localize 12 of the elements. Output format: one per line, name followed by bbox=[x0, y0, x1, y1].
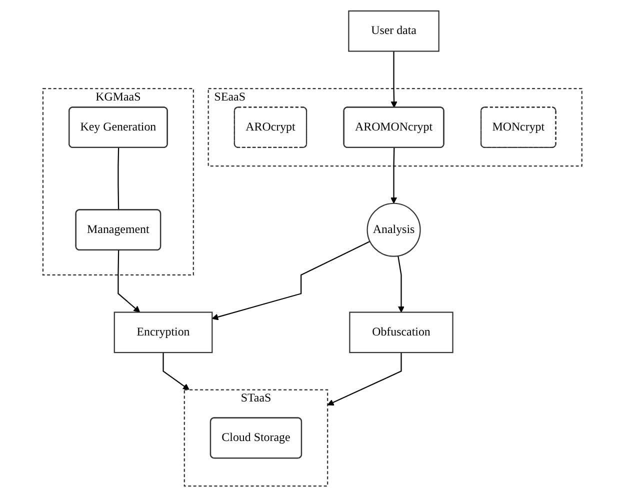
arrow bbox=[212, 240, 370, 320]
arrow bbox=[118, 250, 140, 313]
node-box: User data bbox=[348, 10, 440, 52]
arrow bbox=[390, 51, 398, 108]
node-circle: Analysis bbox=[366, 202, 421, 257]
arrow bbox=[390, 148, 398, 204]
arrow bbox=[162, 352, 190, 390]
arrow bbox=[327, 352, 402, 406]
node-box: Encryption bbox=[114, 312, 213, 354]
arrow bbox=[398, 256, 405, 313]
connector bbox=[118, 148, 120, 210]
node-box: Obfuscation bbox=[349, 312, 454, 354]
